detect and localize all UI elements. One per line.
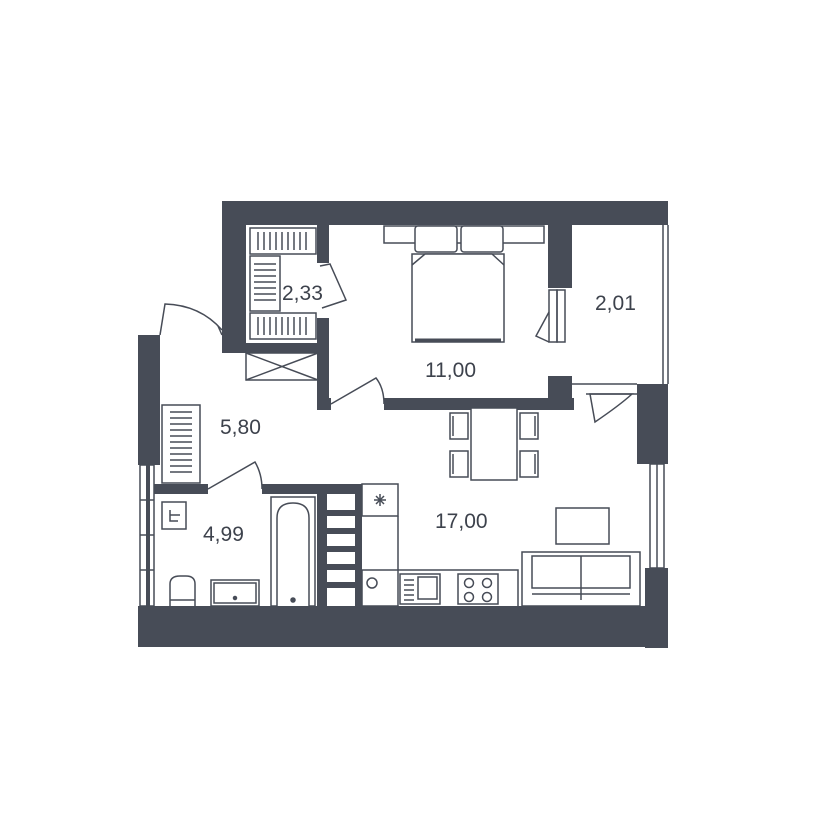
asterisk-icon	[374, 494, 386, 506]
hallway-wardrobe-hatching	[170, 411, 192, 473]
kitchen-sink	[399, 573, 441, 605]
closet-area-label: 2,33	[282, 282, 323, 305]
wall-bath-right	[317, 484, 327, 606]
walls	[138, 201, 668, 648]
wall-bottom	[138, 606, 668, 647]
bedroom-area-label: 11,00	[425, 359, 476, 382]
bathroom-area-label: 4,99	[203, 523, 244, 546]
toilet	[169, 575, 196, 606]
bed	[383, 225, 545, 343]
balcony-door	[534, 289, 637, 424]
dining-table	[449, 407, 539, 481]
wall-closet-left	[222, 201, 246, 353]
drain-icon	[161, 501, 187, 530]
wall-left-upper	[138, 335, 160, 465]
wall-right-upper	[637, 384, 668, 464]
closet-hatching	[254, 232, 307, 335]
closet-shelves	[245, 227, 319, 381]
hallway-area-label: 5,80	[220, 416, 261, 439]
wall-balcony-partition-lower	[548, 376, 572, 410]
sofa	[521, 551, 641, 607]
bathroom-door	[207, 460, 263, 490]
wall-bath-top-left	[148, 484, 208, 494]
wall-bedroom-bottom-stub	[317, 398, 331, 410]
wall-bedroom-bottom	[384, 398, 574, 410]
window-right-living	[649, 463, 665, 569]
bathroom-sink	[210, 579, 260, 607]
balcony-area-label: 2,01	[595, 292, 636, 315]
wall-balcony-partition-upper	[548, 225, 572, 288]
wall-closet-bottom	[222, 343, 318, 353]
window-left	[139, 464, 155, 607]
window-balcony	[572, 225, 669, 385]
closet-door	[319, 263, 348, 309]
wall-top	[222, 201, 668, 225]
kitchen-living-area-label: 17,00	[435, 510, 488, 533]
bedroom-door	[330, 377, 385, 405]
coffee-table	[555, 507, 610, 545]
wall-bath-top-right	[262, 484, 362, 494]
wall-closet-partition-upper	[317, 225, 329, 263]
stove	[457, 573, 499, 605]
wall-closet-partition-lower	[317, 318, 329, 410]
bathroom-shelves	[327, 494, 362, 606]
bathtub	[270, 496, 316, 607]
entrance-door	[159, 303, 223, 336]
